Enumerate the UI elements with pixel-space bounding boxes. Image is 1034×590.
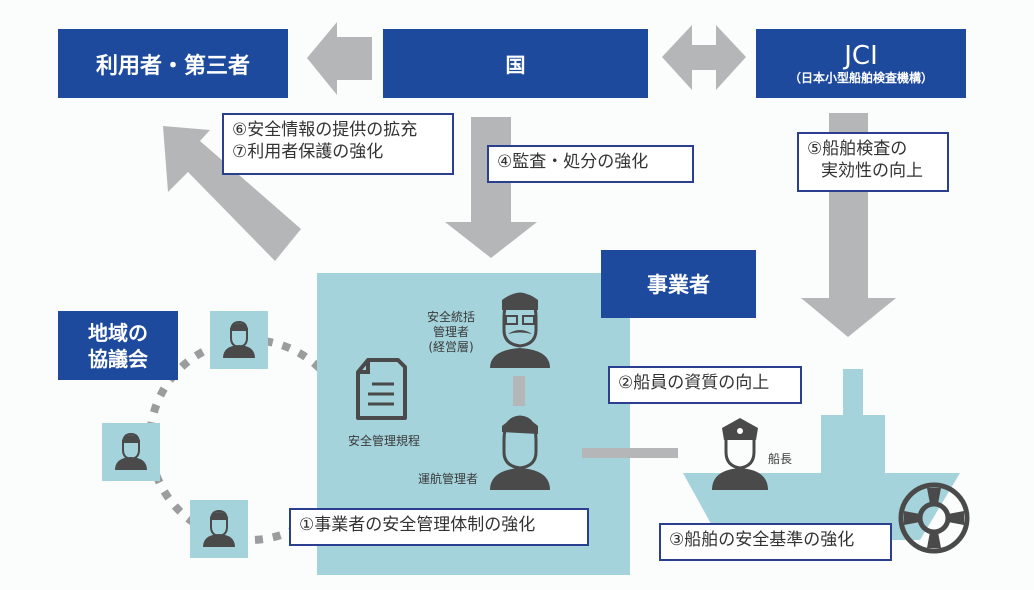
callout-items-6-7: ⑥安全情報の提供の拡充 ⑦利用者保護の強化 <box>222 113 454 175</box>
jci-box: JCI （日本小型船舶検査機構） <box>756 29 966 98</box>
callout-item-1: ①事業者の安全管理体制の強化 <box>289 508 589 546</box>
jci-title: JCI <box>844 40 878 71</box>
arrow-diagonal-to-users <box>163 126 301 261</box>
council-member-icon <box>115 432 147 470</box>
callout-item-5-line1: ⑤船舶検査の <box>807 139 908 159</box>
callout-item-2: ②船員の資質の向上 <box>608 366 802 404</box>
state-label: 国 <box>505 53 526 77</box>
users-third-parties-box: 利用者・第三者 <box>58 29 288 98</box>
captain-label: 船長 <box>767 452 792 466</box>
callout-item-3: ③船舶の安全基準の強化 <box>659 523 892 561</box>
ship-cabin <box>821 415 885 475</box>
council-member-tile <box>190 500 248 558</box>
manager-connector <box>513 376 525 406</box>
safety-rules-label: 安全管理規程 <box>347 434 420 448</box>
council-member-tile <box>102 423 160 481</box>
callout-item-3-text: ③船舶の安全基準の強化 <box>669 530 855 550</box>
arrow-down-jci-to-ship <box>801 113 896 337</box>
state-box: 国 <box>383 29 648 98</box>
safety-manager-label-line3: (経営層) <box>428 340 474 354</box>
operations-manager-label: 運航管理者 <box>417 472 478 486</box>
callout-item-7: ⑦利用者保護の強化 <box>232 142 384 162</box>
operator-label: 事業者 <box>647 273 710 297</box>
document-icon <box>356 358 407 420</box>
callout-item-5-line2: 実効性の向上 <box>821 161 923 181</box>
council-label-line1: 地域の <box>88 320 148 345</box>
callout-item-4-text: ④監査・処分の強化 <box>497 152 649 172</box>
council-member-icon <box>223 320 255 358</box>
ship-funnel <box>843 369 863 417</box>
life-ring-icon <box>898 482 970 554</box>
safety-manager-label-line1: 安全統括 <box>426 310 475 324</box>
callout-item-1-text: ①事業者の安全管理体制の強化 <box>299 515 536 535</box>
operator-ship-connector <box>582 448 678 458</box>
council-label-line2: 協議会 <box>88 346 148 371</box>
operations-manager-avatar-icon <box>490 415 550 490</box>
captain-avatar-icon <box>712 418 768 490</box>
users-third-parties-label: 利用者・第三者 <box>95 53 250 79</box>
council-member-icon <box>203 509 235 547</box>
safety-manager-label-line2: 管理者 <box>432 325 469 339</box>
callout-item-4: ④監査・処分の強化 <box>487 145 694 183</box>
jci-subtitle: （日本小型船舶検査機構） <box>788 70 933 85</box>
arrow-left-state-to-users <box>307 22 372 95</box>
safety-manager-avatar-icon <box>490 292 550 368</box>
safety-manager-label: 安全統括 管理者 (経営層) <box>416 310 486 355</box>
callout-item-5: ⑤船舶検査の 実効性の向上 <box>797 132 949 192</box>
callout-item-2-text: ②船員の資質の向上 <box>618 373 770 393</box>
council-member-tile <box>210 311 268 369</box>
callout-item-6: ⑥安全情報の提供の拡充 <box>232 120 418 140</box>
double-arrow-state-jci <box>662 25 746 90</box>
operator-box: 事業者 <box>601 250 756 318</box>
arrow-down-state-to-operator <box>445 117 537 258</box>
regional-council-box: 地域の 協議会 <box>58 311 178 380</box>
